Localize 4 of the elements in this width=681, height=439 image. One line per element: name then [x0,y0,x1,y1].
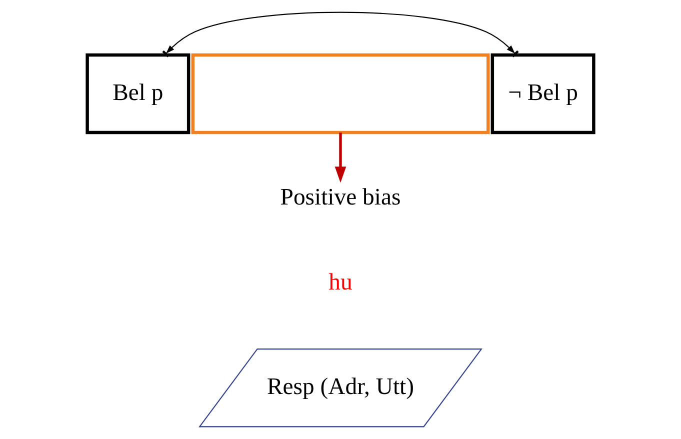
node-text: Positive bias [280,184,401,210]
label: hu [328,269,352,296]
node-box [191,53,490,134]
arrow [334,132,346,183]
